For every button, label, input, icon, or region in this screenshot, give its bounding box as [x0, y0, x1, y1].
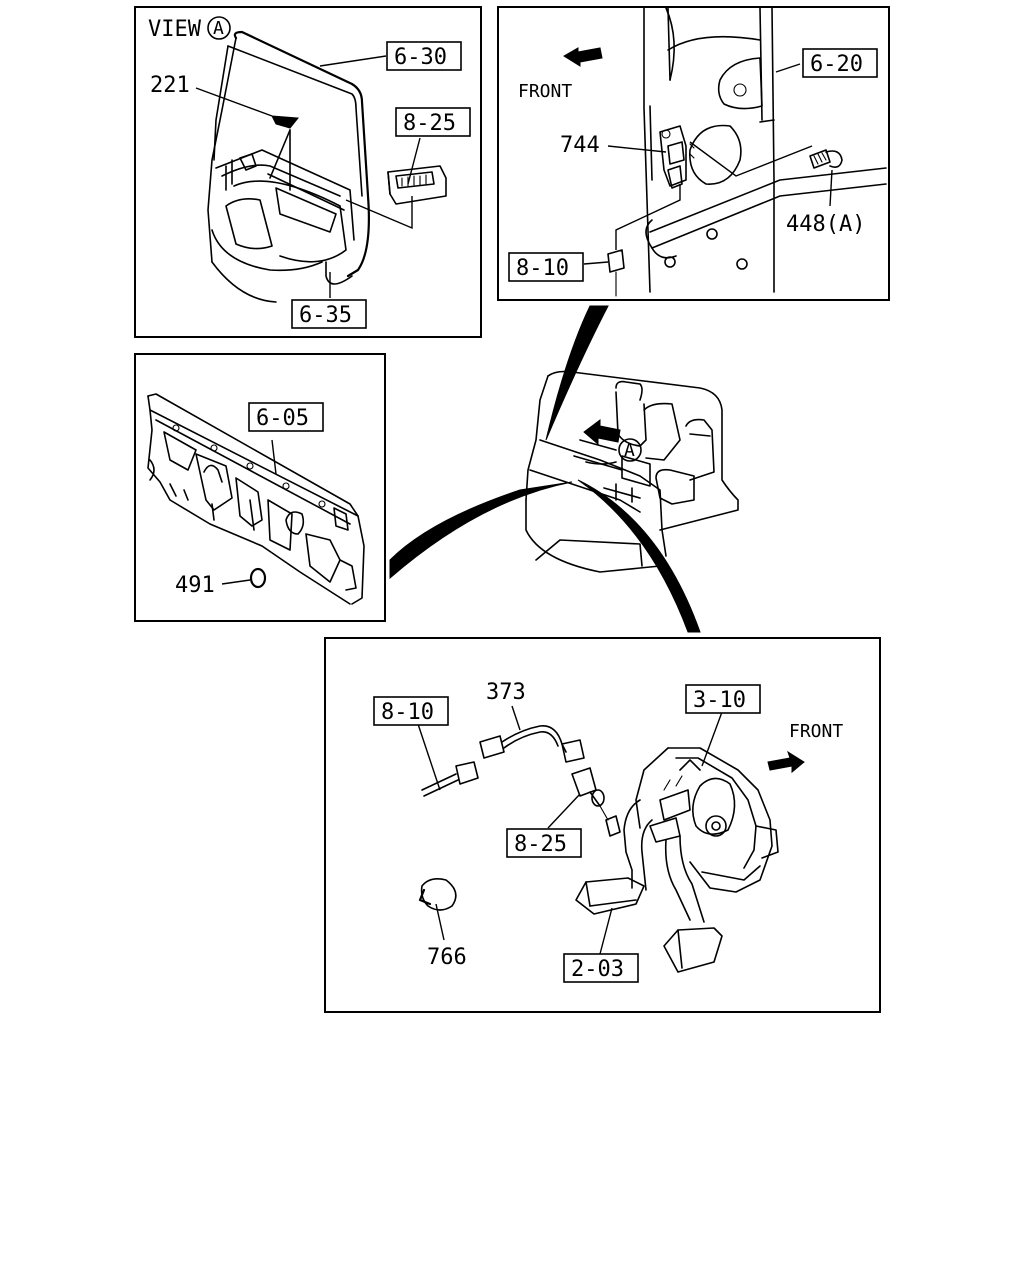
leader-744 — [607, 145, 667, 153]
leader-373 — [511, 705, 521, 731]
leader-810a — [583, 261, 609, 265]
ref-box-203 — [563, 953, 639, 983]
wedge-to-dash — [389, 481, 573, 580]
ref-box-825a — [395, 107, 471, 137]
cab-overview-drawing — [525, 370, 739, 573]
bolt-448-drawing — [809, 149, 843, 169]
callout-766: 766 — [427, 945, 467, 970]
ref-box-810b — [373, 696, 449, 726]
ref-box-810a — [508, 252, 584, 282]
windshield-dashboard-drawing — [207, 30, 370, 303]
ref-630: 6-30 — [394, 45, 447, 70]
callout-448a: 448(A) — [786, 212, 865, 237]
cab-marker-letter: A — [624, 440, 635, 461]
front-label-top: FRONT — [518, 81, 572, 102]
ref-825b: 8-25 — [514, 832, 567, 857]
harness-373-drawing — [421, 725, 605, 807]
grommet-491-drawing — [249, 567, 267, 589]
leader-605 — [271, 439, 277, 475]
callout-491: 491 — [175, 573, 215, 598]
ref-620: 6-20 — [810, 52, 863, 77]
pedal-bracket-drawing — [635, 747, 779, 893]
callout-744: 744 — [560, 133, 600, 158]
ref-box-635 — [291, 299, 367, 329]
dash-panel-drawing — [147, 393, 365, 605]
leader-620 — [775, 63, 801, 73]
ref-605: 6-05 — [256, 406, 309, 431]
view-label: VIEW — [148, 17, 202, 42]
view-a-arrow-icon — [583, 419, 621, 446]
view-letter-marker: A — [207, 16, 231, 40]
view-letter: A — [213, 18, 224, 39]
ref-810b: 8-10 — [381, 700, 434, 725]
leader-203 — [599, 907, 613, 955]
callout-373: 373 — [486, 680, 526, 705]
ref-box-605 — [248, 402, 324, 432]
panel-dash-panel: 6-05 491 — [134, 353, 386, 622]
clip-766-drawing — [418, 878, 457, 911]
ref-box-620 — [802, 48, 878, 78]
ref-box-310 — [685, 684, 761, 714]
leader-766 — [435, 903, 445, 941]
ref-203: 2-03 — [571, 957, 624, 982]
leader-825b — [547, 793, 581, 829]
panel-pillar-sensor: FRONT — [497, 6, 890, 301]
leader-491 — [221, 579, 251, 585]
ref-310: 3-10 — [693, 688, 746, 713]
ref-810a: 8-10 — [516, 256, 569, 281]
front-arrow-bottom-icon — [767, 750, 805, 774]
pillar-structure-drawing — [643, 7, 887, 293]
connector-810a-drawing — [607, 184, 681, 297]
leader-448-a — [689, 141, 813, 177]
front-arrow-top-icon — [563, 47, 603, 67]
panel-view-a: VIEW A — [134, 6, 482, 338]
pedal-switch-drawing — [599, 805, 621, 837]
ref-635: 6-35 — [299, 303, 352, 328]
ref-825a: 8-25 — [403, 111, 456, 136]
cab-overview: A — [389, 305, 739, 633]
leader-810b — [417, 723, 441, 791]
ref-box-825b — [506, 828, 582, 858]
leader-448-b — [829, 169, 833, 207]
leader-825a — [345, 196, 413, 230]
wedge-to-pedal — [577, 479, 701, 633]
wedge-to-pillar — [545, 305, 609, 441]
leader-221 — [195, 87, 273, 117]
cab-marker: A — [618, 438, 642, 462]
sensor-744-drawing — [659, 125, 695, 189]
pedal-left-drawing — [575, 799, 653, 915]
panel-dash-frame — [134, 353, 386, 622]
panel-pedal-assembly: FRONT — [324, 637, 881, 1013]
callout-221: 221 — [150, 73, 190, 98]
leader-310 — [701, 711, 723, 767]
pedal-right-drawing — [663, 835, 723, 973]
front-label-bottom: FRONT — [789, 721, 843, 742]
ref-box-630 — [386, 41, 462, 71]
leader-630 — [319, 55, 387, 67]
switch-part-drawing — [387, 137, 447, 205]
